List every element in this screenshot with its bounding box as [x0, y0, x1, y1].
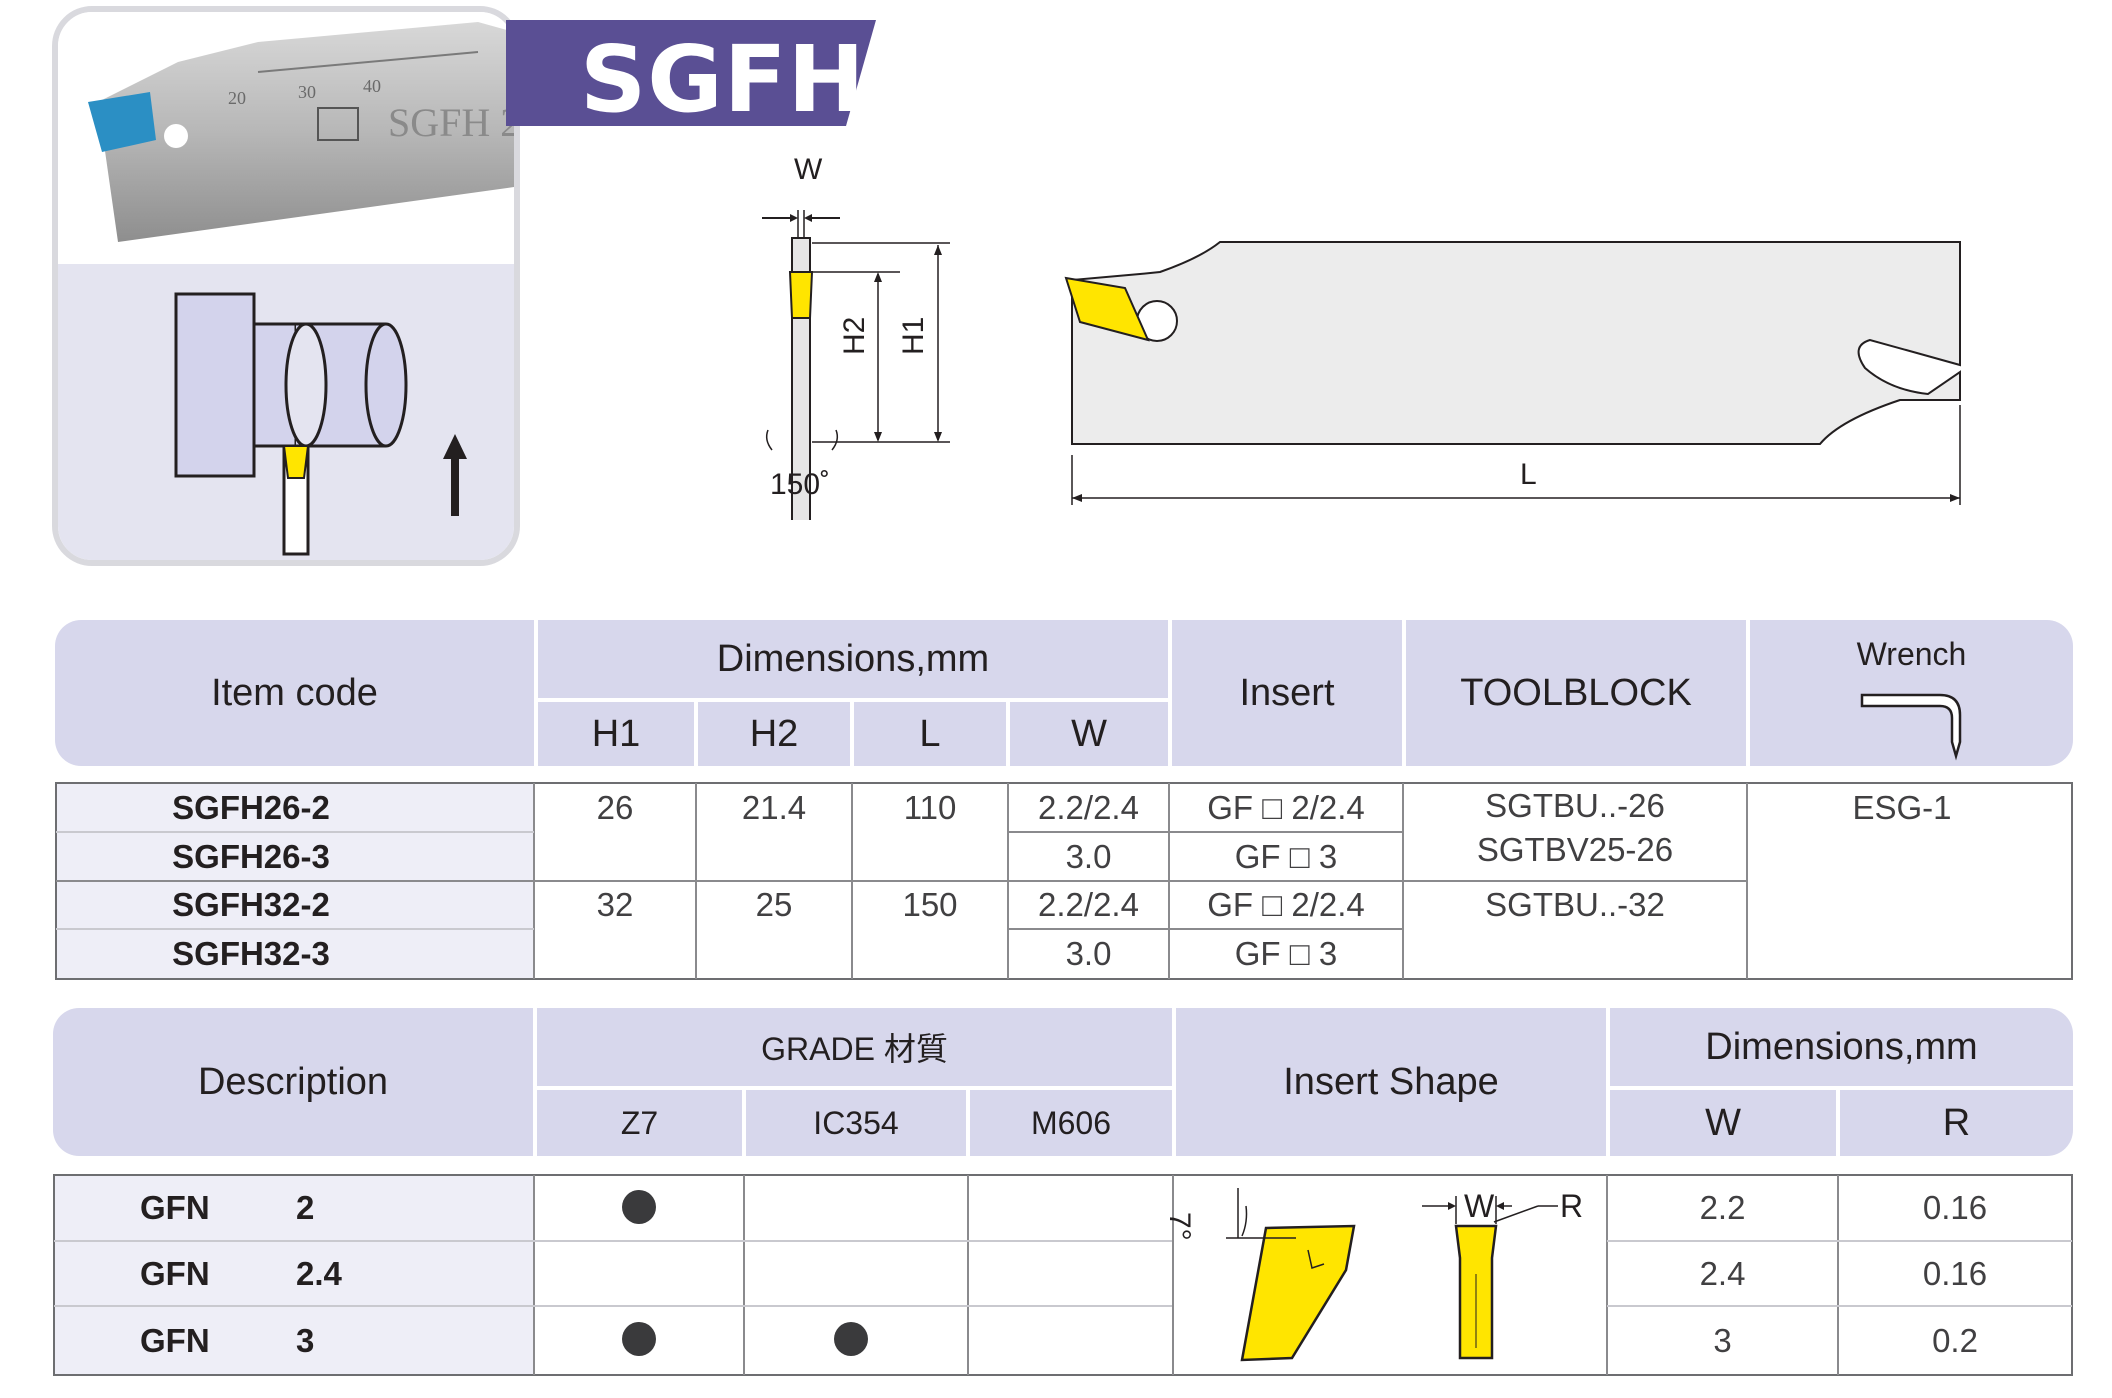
- insert-row3: GF □ 2/2.4: [1207, 886, 1365, 923]
- product-photo: 20 30 40 SGFH 2: [58, 12, 514, 264]
- w-value-row4: 3.0: [1065, 935, 1112, 972]
- insert-w-row1: 2.2: [1699, 1189, 1746, 1226]
- header-z7: Z7: [620, 1104, 659, 1141]
- ruler-number-40: 40: [363, 76, 381, 96]
- logo-mark: [317, 107, 359, 141]
- header-dimensions: Dimensions,mm: [716, 637, 990, 680]
- grade-z7-row3-dot: [622, 1322, 656, 1356]
- blue-insert: [88, 92, 156, 152]
- header-toolblock: TOOLBLOCK: [1460, 671, 1692, 714]
- toolblock-sgtbu-32: SGTBU..-32: [1485, 886, 1665, 923]
- insert-size-row2: 2.4: [296, 1254, 342, 1292]
- wrench-icon: [1860, 693, 1962, 761]
- insert-size-row3: 3: [296, 1321, 315, 1359]
- insert-table-header: [53, 1008, 2073, 1156]
- header-m606: M606: [1030, 1104, 1112, 1141]
- blade-hole: [164, 124, 188, 148]
- label-w: W: [794, 153, 823, 186]
- header-wrench: Wrench: [1856, 635, 1967, 672]
- ruler-engraving: SGFH 2: [388, 100, 514, 145]
- ruler-number-30: 30: [298, 82, 316, 102]
- header-insert: Insert: [1239, 671, 1335, 714]
- insert-name-row3: GFN: [140, 1321, 210, 1359]
- holder-table-header: [55, 620, 2073, 766]
- h1-value-32: 32: [596, 886, 634, 923]
- label-h2: H2: [838, 316, 871, 355]
- insert-row2: GF □ 3: [1234, 837, 1338, 875]
- label-l: L: [1520, 458, 1537, 491]
- item-code-sgfh32-2: SGFH32-2: [172, 886, 330, 923]
- title-banner: [506, 20, 876, 126]
- insert-name-row1: GFN: [140, 1189, 210, 1226]
- toolblock-sgtbv25-26: SGTBV25-26: [1476, 831, 1674, 868]
- insert-r-row1: 0.16: [1922, 1189, 1988, 1226]
- w-value-row1: 2.2/2.4: [1038, 788, 1139, 826]
- product-photo-frame: 20 30 40 SGFH 2: [52, 6, 520, 566]
- l-value-110: 110: [903, 788, 957, 826]
- insert-w-row2: 2.4: [1699, 1254, 1746, 1292]
- header-item-code: Item code: [211, 671, 378, 714]
- insert-row1: GF □ 2/2.4: [1207, 788, 1365, 826]
- side-view-drawing: [1060, 230, 1990, 510]
- insert-r-row3: 0.2: [1932, 1321, 1978, 1359]
- header-grade: GRADE 材質: [761, 1031, 948, 1067]
- grade-z7-row1-dot: [622, 1190, 656, 1224]
- insert-shape-drawing: [1176, 1178, 1606, 1374]
- insert-row4: GF □ 3: [1234, 935, 1338, 972]
- blade-body: [98, 22, 514, 242]
- product-title: SGFH: [580, 26, 866, 133]
- w-value-row3: 2.2/2.4: [1038, 886, 1139, 923]
- feed-arrow-icon: [443, 434, 467, 459]
- header-h2: H2: [749, 712, 799, 755]
- h1-value-26: 26: [596, 788, 634, 826]
- header-insert-w: W: [1705, 1101, 1741, 1144]
- header-h1: H1: [591, 712, 641, 755]
- header-insert-dimensions: Dimensions,mm: [1705, 1025, 1978, 1068]
- header-insert-shape: Insert Shape: [1283, 1060, 1499, 1103]
- h2-value-25: 25: [755, 886, 793, 923]
- front-view-drawing: [740, 150, 950, 529]
- insert-table-body: [53, 1174, 2073, 1376]
- label-h1: H1: [897, 316, 930, 355]
- shape-r-label: R: [1560, 1188, 1584, 1224]
- insert-r-row2: 0.16: [1922, 1254, 1988, 1292]
- shape-w-label: W: [1464, 1188, 1495, 1224]
- wrench-value: ESG-1: [1852, 788, 1952, 826]
- l-value-150: 150: [902, 886, 958, 923]
- machining-illustration: [58, 264, 514, 560]
- insert-size-row1: 2: [296, 1189, 315, 1226]
- insert-w-row3: 3: [1713, 1321, 1732, 1359]
- h2-value-21-4: 21.4: [741, 788, 807, 826]
- header-l: L: [919, 712, 941, 755]
- ruler-number-20: 20: [228, 88, 246, 108]
- header-ic354: IC354: [813, 1104, 899, 1141]
- insert-name-row2: GFN: [140, 1254, 210, 1292]
- item-code-sgfh26-2: SGFH26-2: [172, 788, 330, 826]
- w-value-row2: 3.0: [1065, 837, 1112, 875]
- toolblock-sgtbu-26: SGTBU..-26: [1485, 787, 1665, 824]
- header-w: W: [1071, 712, 1107, 755]
- shape-angle-label: 7°: [1163, 1212, 1196, 1241]
- label-angle: 150˚: [770, 468, 831, 501]
- insert-tip: [282, 445, 310, 479]
- insert-description-column: [54, 1176, 533, 1374]
- grade-ic354-row3-dot: [834, 1322, 868, 1356]
- item-code-sgfh32-3: SGFH32-3: [172, 935, 330, 972]
- item-code-sgfh26-3: SGFH26-3: [172, 837, 330, 875]
- header-description: Description: [197, 1060, 389, 1103]
- header-insert-r: R: [1942, 1101, 1971, 1144]
